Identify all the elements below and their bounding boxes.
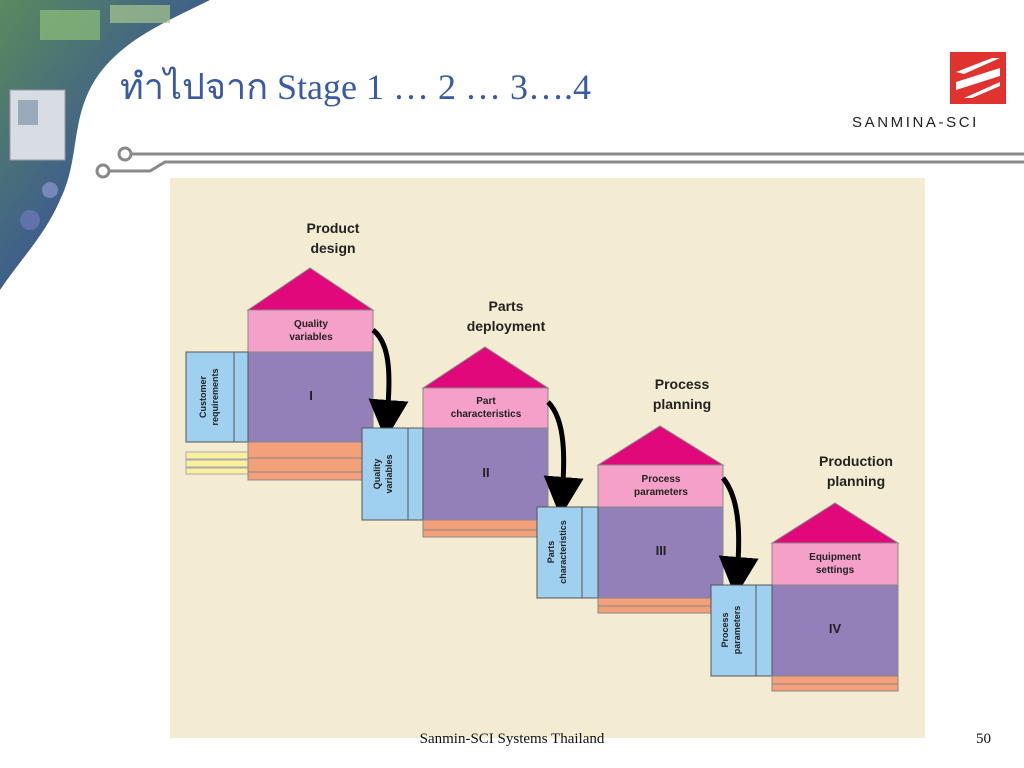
house-1-roman: I — [309, 388, 313, 403]
house-4-roman: IV — [829, 621, 842, 636]
house-4: Production planning Equipment settings I… — [710, 453, 900, 692]
house-2-side-1: Quality — [372, 459, 382, 490]
house-3: Process planning Process parameters III … — [536, 376, 725, 614]
house-1: Product design Quality variables I Custo… — [185, 220, 375, 481]
slide-footer: Sanmin-SCI Systems Thailand — [419, 731, 605, 747]
arrow-2 — [543, 400, 584, 517]
house-4-title-2: planning — [827, 473, 885, 489]
house-1-side-2: requirements — [210, 368, 220, 425]
sanmina-logo-icon — [950, 52, 1006, 104]
logo-text: SANMINA-SCI — [852, 114, 979, 131]
house-2-pink-1: Part — [476, 396, 496, 407]
page-number: 50 — [976, 731, 991, 747]
slide-title: ทำไปจาก Stage 1 … 2 … 3….4 — [120, 67, 591, 107]
house-1-title-2: design — [310, 240, 355, 256]
house-4-pink-1: Equipment — [809, 552, 861, 563]
house-3-pink-2: parameters — [634, 487, 688, 498]
circuit-rule — [95, 146, 1024, 179]
house-3-side-1: Parts — [546, 541, 556, 564]
house-4-side-2: parameters — [732, 606, 742, 655]
house-2-title-1: Parts — [488, 298, 523, 314]
house-1-pink-2: variables — [289, 332, 333, 343]
house-1-pink-1: Quality — [294, 319, 328, 330]
house-4-title-1: Production — [819, 453, 893, 469]
house-3-side-2: characteristics — [558, 520, 568, 584]
house-2-pink-2: characteristics — [451, 409, 522, 420]
house-3-roman: III — [656, 543, 667, 558]
house-1-side-1: Customer — [198, 376, 208, 419]
house-3-title-1: Process — [655, 376, 710, 392]
house-1-title-1: Product — [307, 220, 360, 236]
arrow-1 — [368, 328, 409, 440]
corner-decoration — [0, 0, 210, 290]
house-3-pink-1: Process — [642, 474, 681, 485]
house-2-side-2: variables — [384, 454, 394, 493]
house-2: Parts deployment Part characteristics II… — [361, 298, 550, 538]
arrow-3 — [718, 476, 759, 597]
house-3-title-2: planning — [653, 396, 711, 412]
house-2-roman: II — [482, 465, 489, 480]
house-4-side-1: Process — [720, 612, 730, 647]
house-2-title-2: deployment — [467, 318, 546, 334]
house-4-pink-2: settings — [816, 565, 855, 576]
